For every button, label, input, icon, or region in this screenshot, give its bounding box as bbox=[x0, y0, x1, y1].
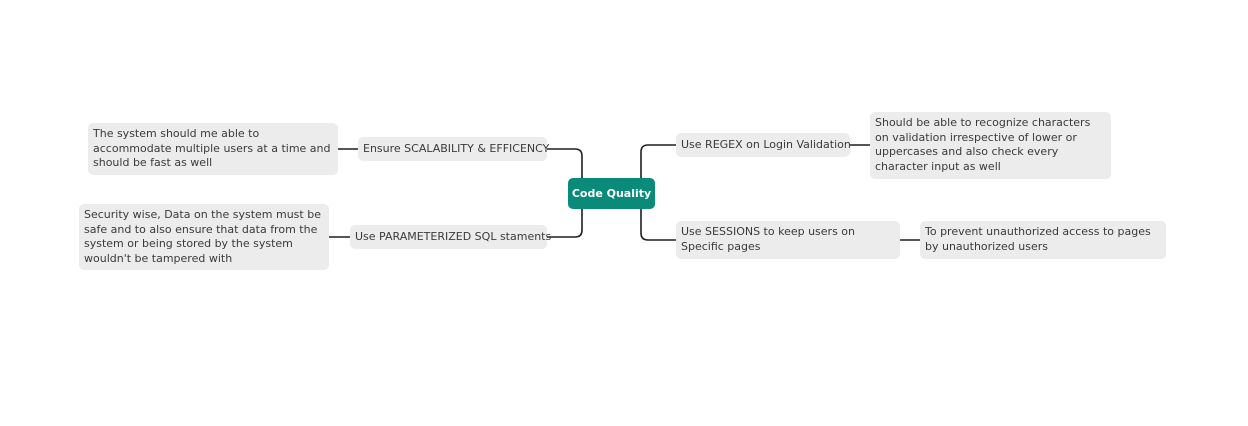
detail-text: Security wise, Data on the system must b… bbox=[84, 208, 321, 265]
detail-node-sessions[interactable]: To prevent unauthorized access to pages … bbox=[920, 221, 1166, 259]
branch-label: Ensure SCALABILITY & EFFICENCY bbox=[363, 141, 550, 155]
branch-node-sql[interactable]: Use PARAMETERIZED SQL staments bbox=[350, 225, 551, 249]
branch-label: Use PARAMETERIZED SQL staments bbox=[355, 229, 552, 243]
branch-node-sessions[interactable]: Use SESSIONS to keep users on Specific p… bbox=[676, 221, 900, 259]
detail-node-scalability[interactable]: The system should me able to accommodate… bbox=[88, 123, 338, 175]
detail-text: The system should me able to accommodate… bbox=[93, 127, 331, 169]
detail-text: Should be able to recognize characters o… bbox=[875, 116, 1091, 173]
detail-node-sql[interactable]: Security wise, Data on the system must b… bbox=[79, 204, 329, 270]
connector-root-to-sql bbox=[547, 209, 583, 238]
root-label: Code Quality bbox=[571, 187, 652, 200]
connector-root-to-regex bbox=[640, 144, 676, 178]
connector-root-to-sessions bbox=[640, 209, 676, 241]
detail-node-regex[interactable]: Should be able to recognize characters o… bbox=[870, 112, 1111, 179]
root-node[interactable]: Code Quality bbox=[568, 178, 655, 209]
branch-node-scalability[interactable]: Ensure SCALABILITY & EFFICENCY bbox=[358, 137, 550, 161]
connector-root-to-scalability bbox=[547, 148, 583, 178]
detail-text: To prevent unauthorized access to pages … bbox=[925, 225, 1151, 253]
branch-node-regex[interactable]: Use REGEX on Login Validation bbox=[676, 133, 851, 157]
branch-label: Use SESSIONS to keep users on Specific p… bbox=[681, 225, 856, 253]
branch-label: Use REGEX on Login Validation bbox=[681, 137, 851, 151]
